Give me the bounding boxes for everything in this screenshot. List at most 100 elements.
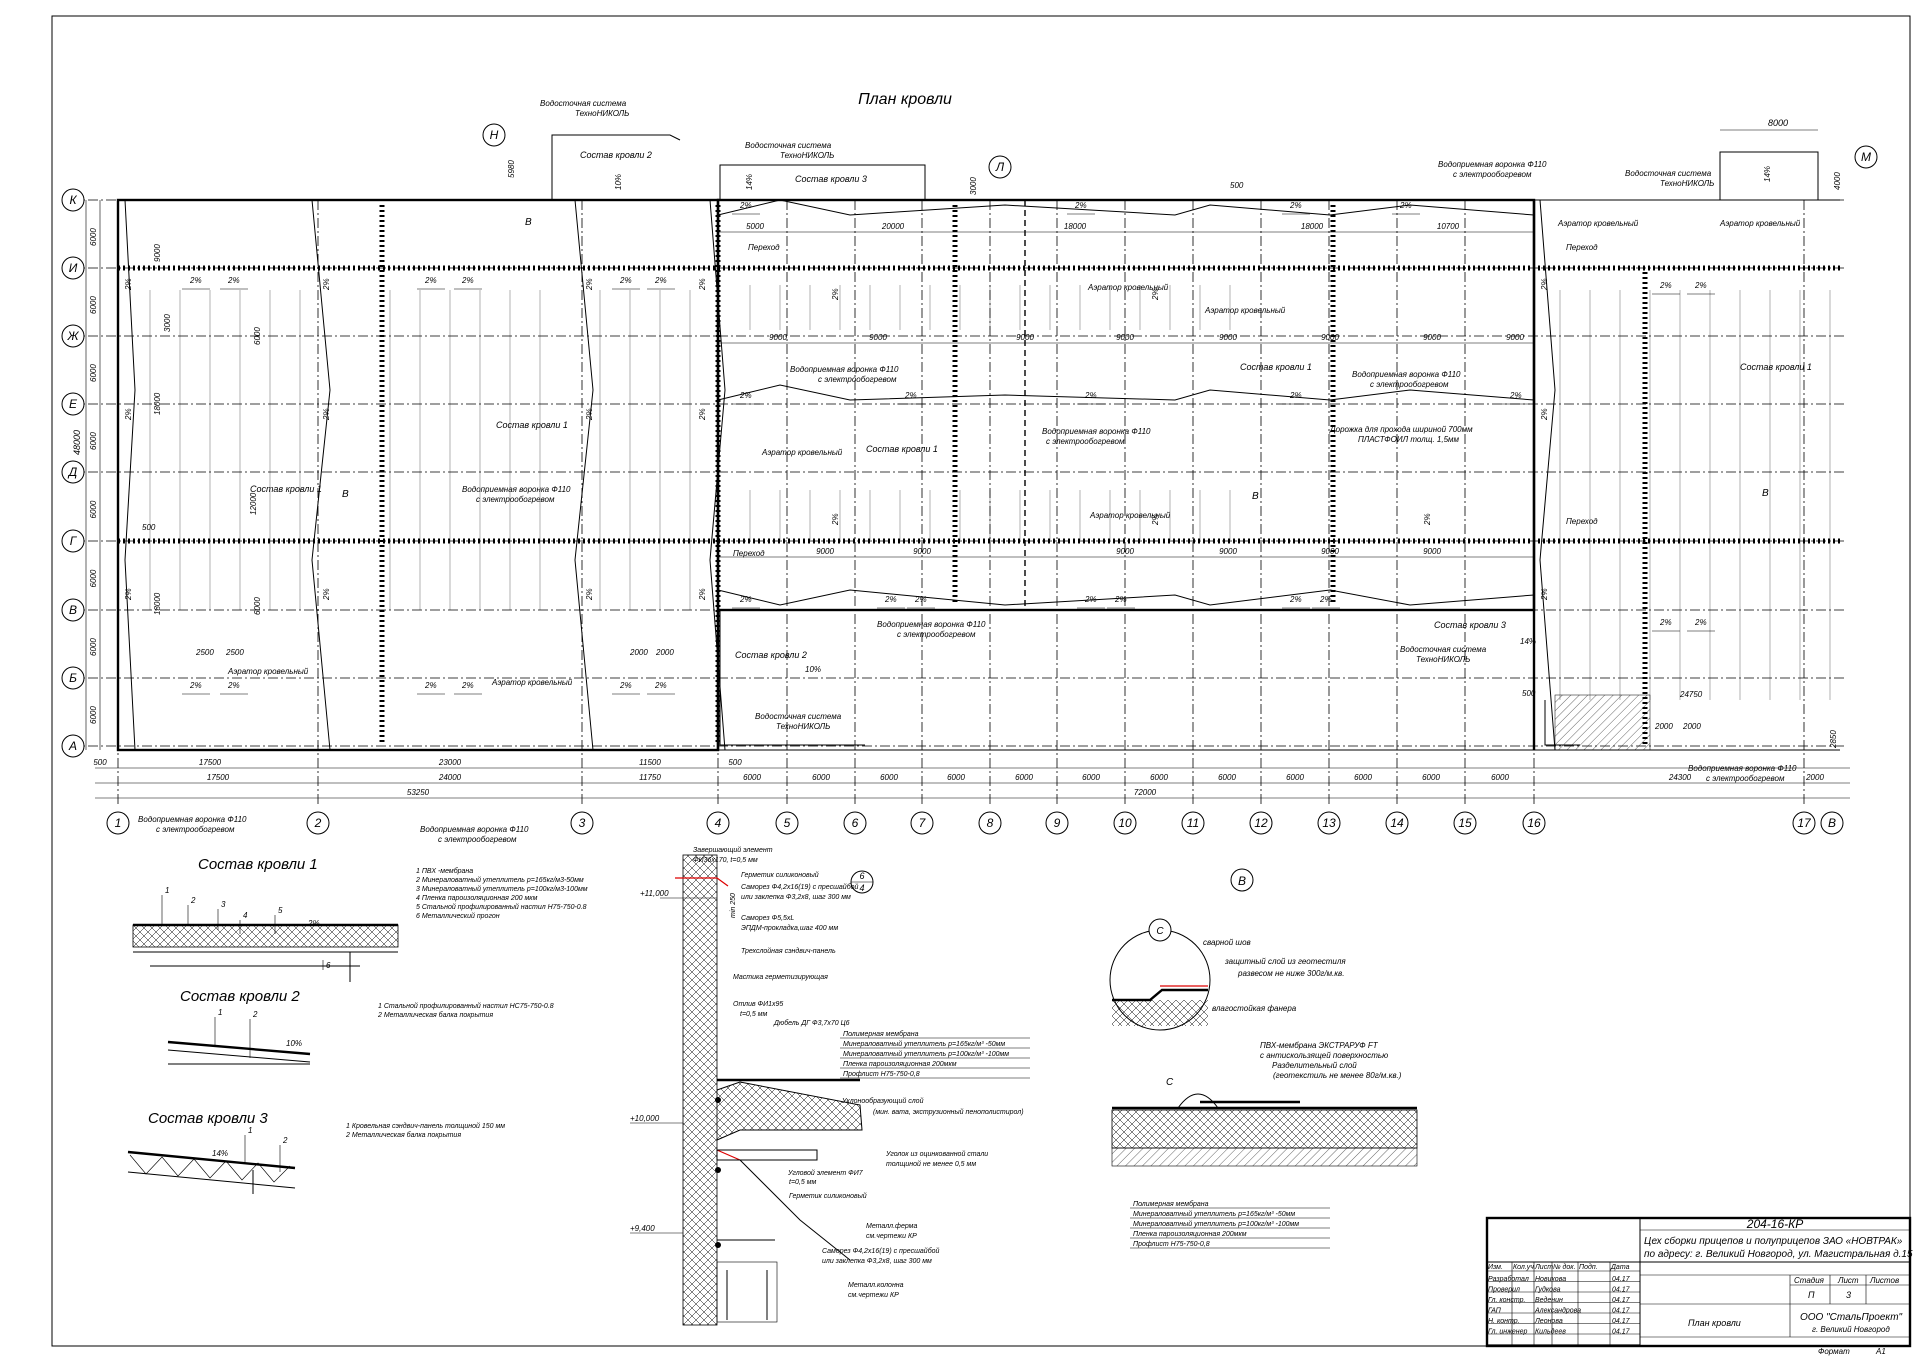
node6-note: Саморез Ф4,2х16(19) с пресшайбой <box>822 1247 940 1255</box>
dim-text: 6000 <box>89 364 98 382</box>
stamp-format-label: Формат <box>1818 1347 1850 1356</box>
stamp-head-cell: Дата <box>1610 1264 1630 1271</box>
label-funnel-m2a: Водоприемная воронка Ф110 <box>1352 370 1461 379</box>
node6-note: Угловой элемент ФИ7 <box>787 1169 864 1177</box>
axis-bubble <box>61 666 85 690</box>
axis-label: 6 <box>852 816 859 830</box>
dim-text: 11500 <box>639 758 661 767</box>
node6-layer: Профлист Н75-750-0,8 <box>843 1071 920 1078</box>
node6-note: (мин. вата, экструзионный пенополистирол… <box>873 1108 1024 1116</box>
nodeV-layer: Полимерная мембрана <box>1133 1200 1209 1208</box>
dim-5980: 5980 <box>507 160 516 178</box>
roof1-legend-item: 5 Стальной профилированный настил Н75-75… <box>416 903 587 911</box>
roof2-legend-item: 2 Металлическая балка покрытия <box>377 1011 493 1019</box>
axis-label: Д <box>67 465 78 479</box>
nodeV-note: сварной шов <box>1203 938 1251 947</box>
slope-label-v: 2% <box>1423 513 1432 526</box>
slope-label-v: 2% <box>1540 408 1549 421</box>
dim-24750: 24750 <box>1679 690 1703 699</box>
node6-detail: +11,000 +10,000 +9,400 min 250 6 4 Завер… <box>630 846 1030 1326</box>
dim-text: 11750 <box>639 773 661 782</box>
node6-note: Саморез Ф4,2х16(19) с пресшайбой <box>741 883 859 891</box>
slope-label-v: 2% <box>1151 288 1160 301</box>
roof3-legend-item: 2 Металлическая балка покрытия <box>345 1131 461 1139</box>
dim-2000-a: 2000 <box>629 648 648 657</box>
label-funnel-b1a: Водоприемная воронка Ф110 <box>138 815 247 824</box>
axis-label: 5 <box>784 816 791 830</box>
roof2-legend-item: 1 Стальной профилированный настил НС75-7… <box>378 1002 554 1010</box>
stamp-date: 04.17 <box>1612 1287 1631 1294</box>
slope-label: 2% <box>1074 201 1087 210</box>
slope-label-v: 2% <box>1151 513 1160 526</box>
slope-label-v: 2% <box>124 588 133 601</box>
dim-2000-c: 2000 <box>1654 722 1673 731</box>
axis-label: 11 <box>1187 816 1199 830</box>
label-transition-tr: Переход <box>1566 243 1598 252</box>
stamp-stage-head-2: Листов <box>1869 1276 1899 1285</box>
axis-bubble <box>978 811 1002 835</box>
axis-label: В <box>69 603 77 617</box>
label-path-2: ПЛАСТФОИЛ толщ. 1,5мм <box>1358 435 1460 444</box>
roof1-callout: 1 <box>165 886 169 895</box>
label-section-v1: В <box>525 217 532 228</box>
axis-label: Ж <box>66 329 79 343</box>
label-roof1-r: Состав кровли 1 <box>1740 362 1812 372</box>
slope-10-b: 10% <box>805 665 821 674</box>
node6-layer: Пленка пароизоляционная 200мкм <box>843 1061 957 1068</box>
label-funnel-m4a: Водоприемная воронка Ф110 <box>877 620 986 629</box>
dim-text: 6000 <box>947 773 965 782</box>
axis-bubble <box>61 392 85 416</box>
node6-note: Металл.колонна <box>848 1282 904 1289</box>
axis-bubble-m <box>1854 145 1878 169</box>
node6-mark-top: 6 <box>859 871 864 881</box>
axis-bubble <box>61 734 85 758</box>
label-drain-1b: ТехноНИКОЛЬ <box>575 109 629 118</box>
stamp-project-2: по адресу: г. Великий Новгород, ул. Маги… <box>1644 1249 1913 1260</box>
label-funnel-m1a: Водоприемная воронка Ф110 <box>790 365 899 374</box>
label-drain-3b: ТехноНИКОЛЬ <box>1660 179 1714 188</box>
slope-label-v: 2% <box>124 408 133 421</box>
dim-3000-a: 3000 <box>163 314 172 332</box>
stamp-role: ГАП <box>1488 1308 1502 1315</box>
slope-label: 2% <box>1289 595 1302 604</box>
node6-note: Саморез Ф5,5хL <box>741 915 794 922</box>
axis-label: 10 <box>1118 816 1132 830</box>
slope-label: 2% <box>227 276 240 285</box>
axis-bubble <box>106 811 130 835</box>
label-aerator-m4: Аэратор кровельный <box>1089 511 1171 520</box>
aerator-rows <box>118 200 1840 745</box>
slope-markers: 2%2%2%2%2%2%2%2%2%2%2%2%2%2%2%2%2%2%2%2%… <box>124 201 1715 695</box>
label-funnel-m1b: с электрообогревом <box>818 375 897 384</box>
axis-label: 16 <box>1527 816 1541 830</box>
axis-bubble-l <box>988 155 1012 179</box>
roof3-legend-item: 1 Кровельная сэндвич-панель толщиной 150… <box>346 1122 505 1130</box>
slope-label: 2% <box>619 276 632 285</box>
nodeV-note: с антискользящей поверхностью <box>1260 1051 1388 1060</box>
node6-note: Металл.ферма <box>866 1223 917 1230</box>
label-path-1: Дорожка для прохода шириной 700мм <box>1329 425 1473 434</box>
node6-level-2: +10,000 <box>630 1114 660 1123</box>
nodeC-mark-circle <box>1148 918 1172 942</box>
node6-note: см.чертежи КР <box>848 1292 899 1299</box>
label-funnel-top-b: с электрообогревом <box>1453 170 1532 179</box>
stamp-head-cell: Кол.уч <box>1513 1264 1534 1271</box>
stamp-project-1: Цех сборки прицепов и полуприцепов ЗАО «… <box>1644 1235 1903 1247</box>
dim-right-top: 8000 <box>1768 118 1788 128</box>
slope-label-v: 2% <box>124 278 133 291</box>
dim-text: 6000 <box>89 296 98 314</box>
dim-text: 6000 <box>1150 773 1168 782</box>
stamp-name: Александрова <box>1534 1307 1581 1315</box>
dim-text: 9000 <box>1116 333 1134 342</box>
stamp-date: 04.17 <box>1612 1297 1631 1304</box>
label-aerator-r1: Аэратор кровельный <box>1557 219 1639 228</box>
stamp-head-cell: Лист <box>1534 1264 1553 1271</box>
node6-note: Завершающий элемент <box>693 846 773 854</box>
label-funnel-b1b: с электрообогревом <box>156 825 235 834</box>
roof2-callout: 1 <box>218 1008 222 1017</box>
label-funnel-m3a: Водоприемная воронка Ф110 <box>1042 427 1151 436</box>
